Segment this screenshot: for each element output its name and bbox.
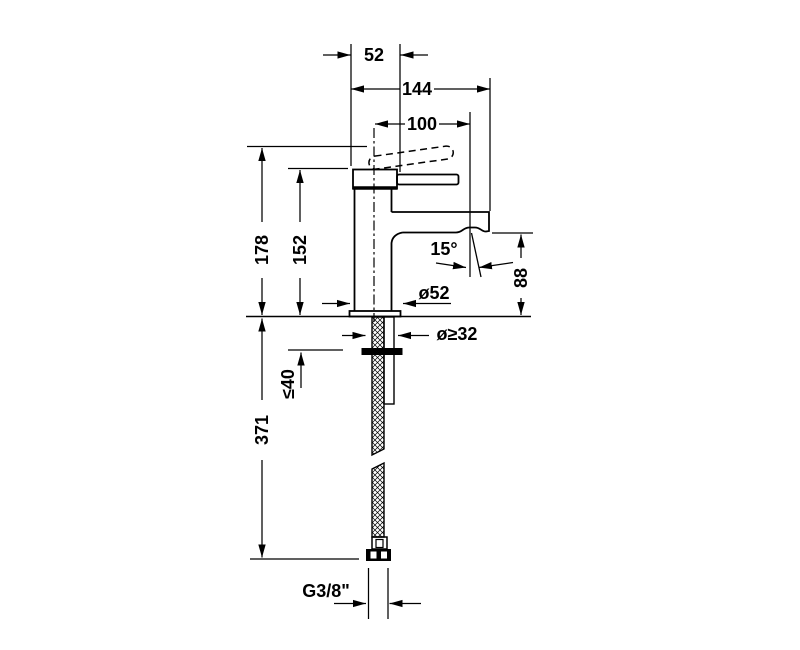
dim-body-height: 152 [290,170,310,315]
dim-label-max-mounting-thickness: ≤40 [278,369,298,399]
threaded-shank-braided [371,316,385,457]
dim-label-cap-width: 52 [364,45,384,65]
dim-label-below-deck-length: 371 [252,415,272,445]
dim-outlet-height: 88 [511,234,531,315]
dim-body-diameter: ø52 [322,283,451,308]
dim-mounting-hole-diameter: ø≥32 [342,324,477,344]
dim-label-spout-reach: 100 [407,114,437,134]
dim-label-body-diameter: ø52 [418,283,449,303]
dim-below-deck-length: 371 [252,318,272,558]
dim-arrow [478,261,514,270]
hose-end-nut [366,549,391,561]
base-plate [348,310,402,318]
spout-stream-angle-line [470,232,482,278]
dim-max-mounting-thickness: ≤40 [278,352,305,399]
dim-label-outlet-height: 88 [511,268,531,288]
faucet-spout-outline [391,211,490,234]
extension-lines [246,44,533,619]
dim-label-mounting-hole-diameter: ø≥32 [437,324,478,344]
supply-hose-braided [371,461,385,538]
dim-label-body-height: 152 [290,235,310,265]
dim-stream-angle: 15° [430,239,514,270]
dim-label-supply-thread: G3/8" [302,581,350,601]
dim-cap-width: 52 [323,45,428,65]
dim-label-overall-depth: 144 [402,79,432,99]
faucet-lever [396,173,460,186]
dim-overall-depth: 144 [351,79,490,99]
dim-height-open-lever: 178 [252,148,272,315]
dim-label-height-open-lever: 178 [252,235,272,265]
dim-label-stream-angle: 15° [430,239,457,259]
faucet-cap [352,168,398,190]
hose-nut-facet-right [381,551,387,559]
dim-supply-thread: G3/8" [302,581,421,608]
pop-up-rod [383,316,395,405]
faucet-outline [348,145,490,318]
dim-arrow [435,261,467,270]
hose-nut-facet-left [370,551,377,559]
dim-spout-reach: 100 [375,114,470,134]
lever-raised-position-dashed [368,145,454,170]
mounting-flange-nut [361,348,403,355]
hose-end-collar-inner [375,538,384,549]
faucet-body-right-edge-lower [390,231,403,311]
below-deck-assembly [361,316,403,561]
